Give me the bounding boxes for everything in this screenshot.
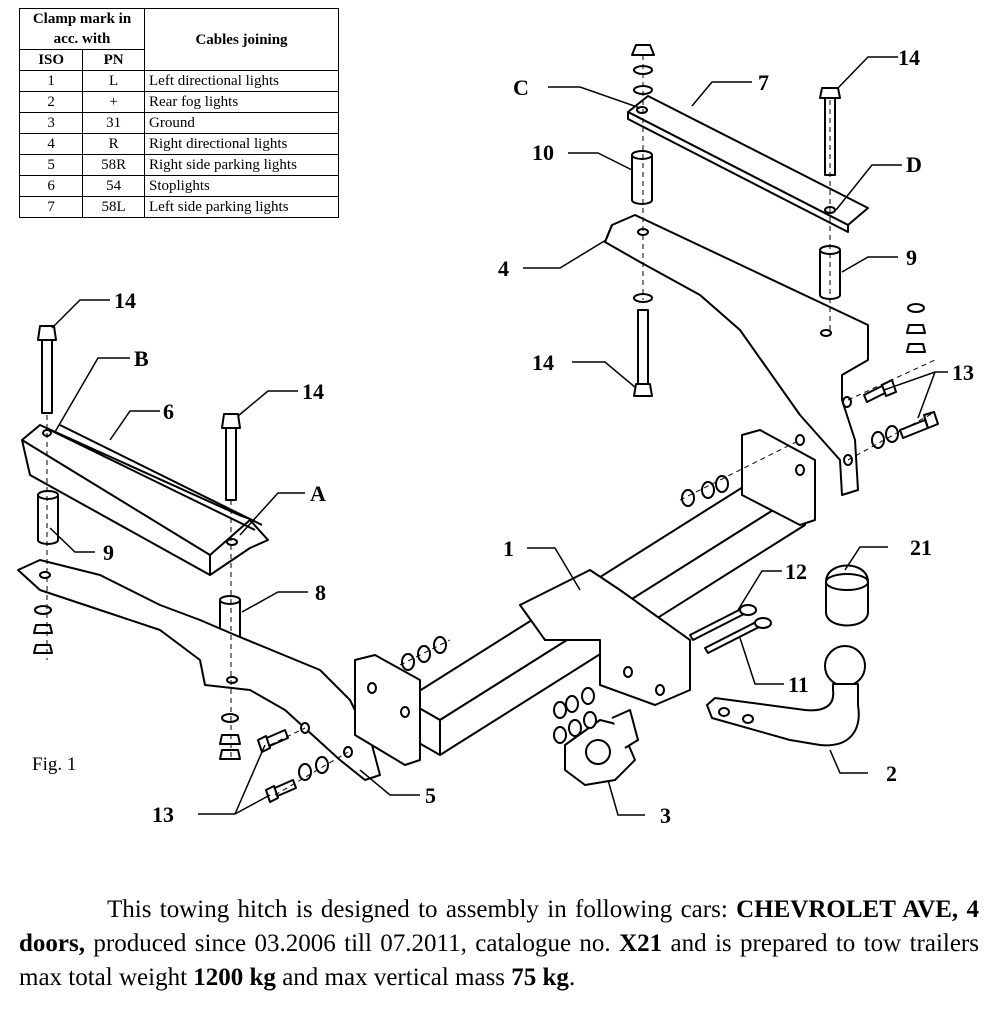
pn-cell: 58L	[82, 196, 145, 218]
cable-cell: Rear fog lights	[144, 91, 339, 113]
iso-cell: 7	[18, 196, 84, 218]
bolt-13-right-b	[871, 411, 939, 449]
label-14-center: 14	[532, 350, 554, 375]
leader-lines	[49, 56, 948, 816]
description-tow: and is prepared to tow trailers max tota…	[19, 930, 979, 991]
label-10: 10	[532, 140, 554, 165]
bolt-14-left	[37, 325, 57, 414]
label-12: 12	[785, 559, 807, 584]
spacer-sleeve-10	[631, 150, 653, 205]
spacer-sleeve-9-left	[37, 490, 59, 545]
label-C: C	[513, 75, 529, 100]
label-A: A	[310, 481, 326, 506]
label-14-mid: 14	[302, 379, 324, 404]
left-side-bracket	[17, 559, 381, 781]
bolt-13-left-b	[265, 756, 329, 803]
bolt-11	[704, 617, 772, 654]
bolt-13-right-a	[863, 379, 897, 403]
clamp-mark-header: Clamp mark in acc. with	[19, 8, 145, 50]
socket-plate	[564, 709, 639, 786]
label-4: 4	[498, 256, 509, 281]
iso-header: ISO	[18, 49, 84, 71]
exploded-assembly-diagram: C 7 10 14 D 9 4 14 13 14 B 6 14 A 9 8 1 …	[17, 44, 974, 828]
left-mounting-plate	[21, 424, 269, 576]
label-1: 1	[503, 536, 514, 561]
assembly-center-lines	[46, 55, 936, 796]
description-end: .	[568, 964, 576, 991]
catalogue-number: X21	[619, 930, 663, 957]
washers-crossbar-right	[681, 475, 729, 507]
label-3: 3	[660, 803, 671, 828]
center-receiver	[519, 569, 691, 706]
label-9-left: 9	[103, 540, 114, 565]
label-6: 6	[163, 399, 174, 424]
label-11: 11	[788, 672, 809, 697]
tow-ball-cap	[825, 564, 869, 627]
label-13-left: 13	[152, 802, 174, 827]
label-2: 2	[886, 761, 897, 786]
cables-joining-header: Cables joining	[144, 8, 339, 71]
label-8: 8	[315, 580, 326, 605]
description-vertical: and max vertical mass	[275, 964, 512, 991]
description-paragraph: This towing hitch is designed to assembl…	[19, 893, 979, 995]
label-7: 7	[758, 70, 769, 95]
bolt-13-left-a	[257, 729, 289, 753]
max-total-weight: 1200 kg	[193, 964, 276, 991]
label-D: D	[906, 152, 922, 177]
label-B: B	[134, 346, 149, 371]
description-dates: produced since 03.2006 till 07.2011, cat…	[84, 930, 620, 957]
right-side-bracket	[604, 214, 869, 496]
label-13-right: 13	[952, 360, 974, 385]
cable-cell: Left side parking lights	[144, 196, 339, 218]
table-row: 2+Rear fog lights	[18, 91, 339, 113]
cable-cell: Right directional lights	[144, 133, 339, 155]
bolt-14-mid-left	[221, 413, 241, 501]
clamp-table: Clamp mark in acc. with Cables joining I…	[18, 8, 339, 218]
label-14-top-right: 14	[898, 45, 920, 70]
car-model: CHEVROLET AVE, 4 doors,	[19, 896, 980, 957]
nut-washer-stack-lower	[219, 713, 241, 760]
nut-washer-stack-left	[33, 605, 53, 654]
label-14-left: 14	[114, 288, 136, 313]
description-intro: This towing hitch is designed to assembl…	[107, 896, 728, 923]
max-vertical-mass: 75 kg	[511, 964, 569, 991]
label-9-right: 9	[906, 245, 917, 270]
label-5: 5	[425, 783, 436, 808]
figure-caption: Fig. 1	[32, 754, 76, 775]
washers-receiver	[553, 687, 597, 744]
label-21: 21	[910, 535, 932, 560]
washers-crossbar-left	[401, 636, 447, 671]
upper-mounting-plate	[627, 95, 869, 233]
cable-cell: Stoplights	[144, 175, 339, 197]
bolt-12	[689, 604, 757, 641]
pn-header: PN	[82, 49, 145, 71]
nut-washer-stack-right	[906, 303, 926, 353]
bolt-14-lower-center	[633, 309, 653, 397]
cable-cell: Right side parking lights	[144, 154, 339, 176]
tow-ball-arm	[706, 645, 866, 747]
